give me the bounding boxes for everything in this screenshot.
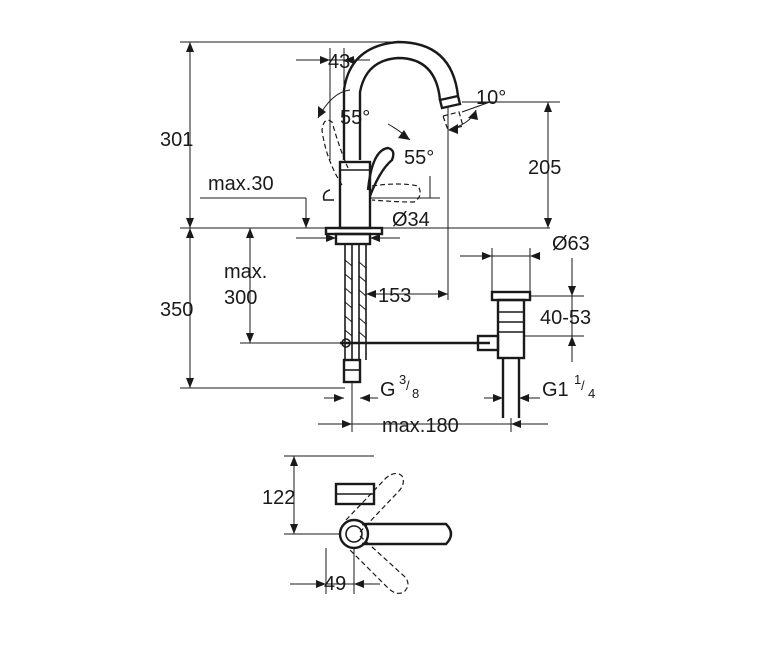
flexible-hoses	[344, 244, 367, 360]
label-spout-height: 205	[528, 157, 561, 179]
lever-handle	[366, 146, 395, 197]
label-rod-length: max.180	[382, 415, 459, 437]
label-spout-reach-top: 43	[328, 51, 350, 73]
waste-thread-numerator: 1	[574, 372, 581, 387]
spout-tilt-dashed	[442, 111, 464, 131]
label-inlet-thread: G	[380, 379, 396, 401]
label-waste-diameter: Ø63	[552, 233, 590, 255]
plan-lever-dashed-down	[347, 535, 409, 594]
spout-aerator	[438, 94, 462, 110]
plan-lever-dashed-up	[345, 472, 404, 533]
inlet-thread-slash: /	[406, 378, 410, 393]
label-spout-angle: 10°	[476, 87, 506, 109]
dimension-lines	[180, 41, 584, 432]
lever-dashed-down	[371, 183, 421, 203]
label-height-total: 301	[160, 129, 193, 151]
waste-flange	[490, 290, 532, 302]
label-below-deck-max: max.	[224, 261, 267, 283]
label-below-deck-300: 300	[224, 287, 257, 309]
dimension-labels: 301 43 10° 55° 55° 205 max.30 Ø34 Ø63 ma…	[160, 51, 595, 595]
waste-thread-prefix: G1	[542, 379, 569, 401]
label-waste-thread: G1	[542, 379, 569, 401]
waste-thread-slash: /	[581, 378, 585, 393]
label-lever-angle-left: 55°	[340, 107, 370, 129]
waste-body	[496, 298, 526, 360]
mounting-nut	[334, 232, 372, 246]
plan-lever	[362, 522, 453, 546]
aerator-knob	[322, 189, 334, 201]
faucet-elevation	[180, 40, 550, 384]
label-spout-projection: 153	[378, 285, 411, 307]
waste-thread-denominator: 4	[588, 386, 595, 401]
label-hole-diameter: Ø34	[392, 209, 430, 231]
lever-dashed-left	[321, 119, 349, 186]
label-waste-height: 40-53	[540, 307, 591, 329]
label-below-deck-total: 350	[160, 299, 193, 321]
waste-assembly	[476, 290, 532, 418]
inlet-fitting	[342, 358, 362, 384]
faucet-body	[338, 160, 372, 230]
label-plan-depth: 122	[262, 487, 295, 509]
label-plan-width: 49	[324, 573, 346, 595]
inlet-thread-prefix: G	[380, 379, 396, 401]
label-deck-thickness: max.30	[208, 173, 274, 195]
faucet-plan-view	[284, 455, 453, 594]
spout-outline-inner	[358, 56, 442, 160]
label-lever-angle-right: 55°	[404, 147, 434, 169]
waste-connector	[476, 334, 500, 352]
inlet-thread-numerator: 3	[399, 372, 406, 387]
inlet-thread-denominator: 8	[412, 386, 419, 401]
